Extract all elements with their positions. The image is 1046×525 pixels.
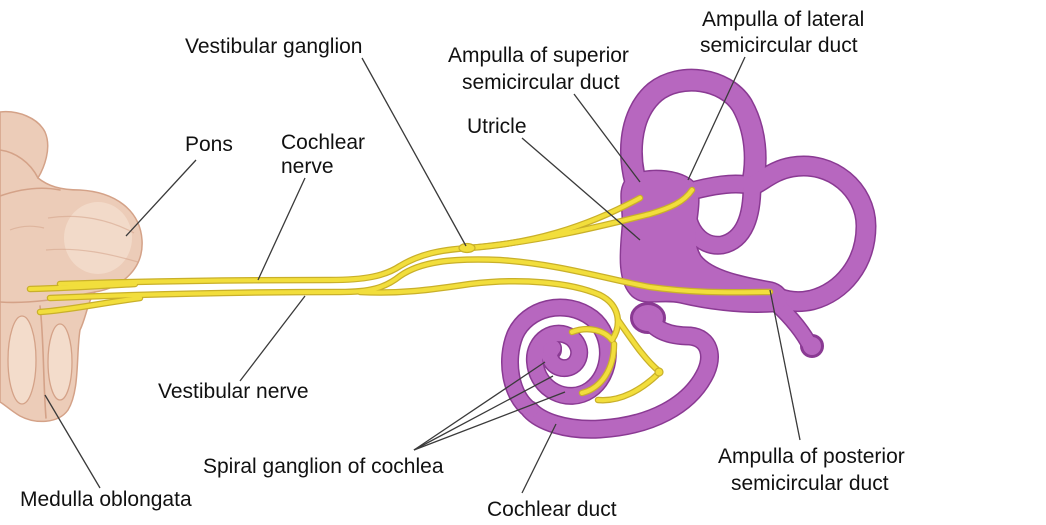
label-vestibular-nerve: Vestibular nerve [158, 380, 309, 403]
label-line: Ampulla of lateral [702, 8, 864, 31]
pons-upper-groove [0, 187, 61, 197]
leader-line-pons [125, 159, 197, 237]
superior-vestibular-nerve-outline [60, 198, 640, 284]
leader-line-ampulla-posterior [769, 289, 801, 441]
leader-line-ampulla-superior [573, 93, 641, 183]
label-ampulla-posterior: Ampulla of posterior semicircular duct [718, 445, 905, 495]
label-line: nerve [281, 155, 334, 178]
pons-striation [9, 225, 45, 231]
superior-vestibular-nerve [58, 196, 642, 286]
leader-line-ampulla-lateral [687, 56, 746, 181]
label-medulla-oblongata: Medulla oblongata [20, 488, 192, 511]
label-vestibular-ganglion: Vestibular ganglion [185, 35, 362, 58]
labels: Vestibular ganglion Ampulla of superior … [20, 8, 905, 521]
spiral-ganglion-node [654, 367, 664, 377]
leader-line-medulla-oblongata [44, 394, 101, 489]
pons-striation [47, 215, 135, 234]
label-line: Ampulla of posterior [718, 445, 905, 468]
label-line: Cochlear [281, 131, 365, 154]
pons-highlight [64, 202, 132, 274]
nerves [30, 190, 770, 400]
label-spiral-ganglion: Spiral ganglion of cochlea [203, 455, 444, 478]
label-line: semicircular duct [700, 34, 858, 57]
cochlear-apex [543, 342, 559, 358]
medulla-groove [39, 305, 47, 419]
posterior-duct-end [803, 337, 821, 355]
label-line: Ampulla of superior [448, 44, 629, 67]
medulla-olive [47, 323, 73, 401]
label-cochlear-duct: Cochlear duct [487, 498, 617, 521]
label-utricle: Utricle [467, 115, 527, 138]
leader-line-spiral-ganglion [413, 391, 566, 451]
leader-line-spiral-ganglion [413, 361, 546, 451]
leader-line-cochlear-duct [521, 423, 557, 494]
leader-line-cochlear-nerve [257, 177, 306, 281]
label-pons: Pons [185, 133, 233, 156]
lateral-duct-arm [688, 184, 752, 192]
vestibular-ganglion-node [458, 242, 476, 254]
label-cochlear-nerve: Cochlear nerve [281, 131, 365, 178]
leader-line-vestibular-ganglion [361, 57, 467, 247]
label-ampulla-superior: Ampulla of superior semicircular duct [448, 44, 629, 94]
label-line: semicircular duct [462, 71, 620, 94]
brainstem [0, 110, 143, 423]
leader-line-vestibular-nerve [239, 295, 306, 382]
labyrinth-fill-layer [510, 80, 866, 429]
medulla-pyramid [7, 315, 37, 405]
label-line: semicircular duct [731, 472, 889, 495]
midbrain-boundary [0, 149, 39, 179]
leader-line-spiral-ganglion [413, 375, 554, 451]
leader-line-utricle [521, 137, 641, 241]
leader-lines [44, 56, 801, 494]
label-ampulla-lateral: Ampulla of lateral semicircular duct [700, 8, 864, 57]
pons-striation [45, 248, 139, 263]
